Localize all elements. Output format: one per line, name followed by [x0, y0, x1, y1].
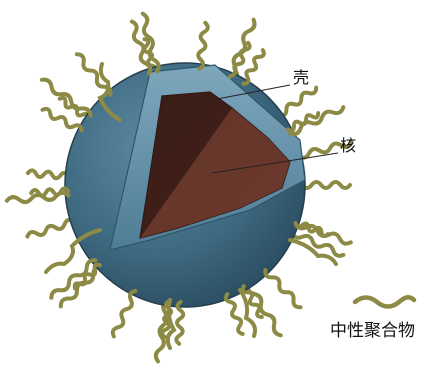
polymer-label: 中性聚合物: [330, 323, 415, 340]
polymer-chain: [27, 220, 73, 237]
polymer-chain: [28, 170, 68, 178]
polymer-chain: [132, 22, 150, 74]
core-label: 核: [340, 138, 356, 154]
polymer-chain: [244, 50, 264, 84]
polymer-chain: [226, 294, 243, 334]
polymer-chain: [279, 88, 316, 116]
polymer-chain: [113, 291, 135, 337]
polymer-chain: [198, 23, 207, 69]
shell-label: 壳: [293, 70, 309, 86]
polymer-chain: [248, 284, 281, 336]
polymer-chain: [7, 193, 69, 202]
polymer-legend-sample: [355, 297, 414, 306]
polymer-chain: [176, 302, 183, 344]
polymer-chain: [302, 182, 350, 188]
polymer-chain: [265, 270, 300, 307]
polymer-chain: [77, 54, 111, 95]
